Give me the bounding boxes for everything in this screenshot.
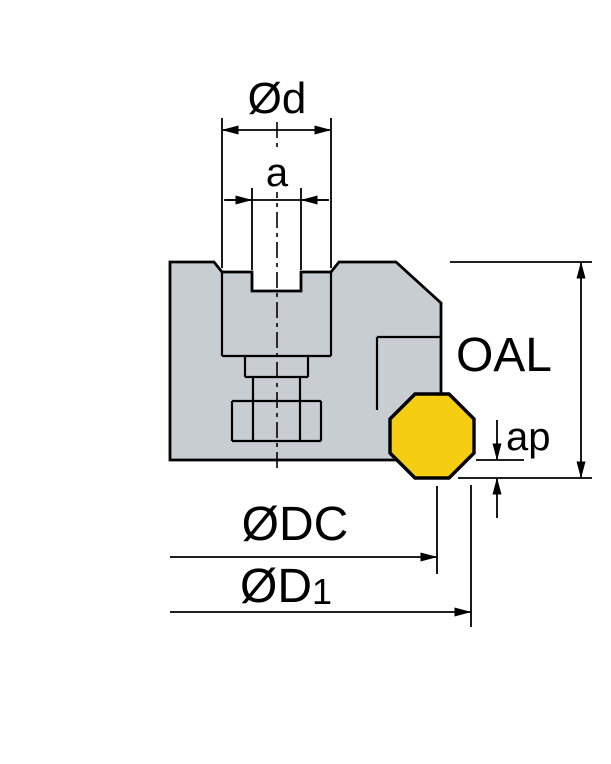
dimension-od1: ØD1	[170, 485, 472, 627]
dimension-od: Ød	[221, 74, 332, 268]
dimension-od1-label-main: ØD	[240, 560, 312, 613]
dimension-od-label: Ød	[248, 74, 307, 123]
dimension-oal-extension-lines	[450, 261, 592, 479]
dimension-oal-label: OAL	[456, 329, 552, 382]
dimension-ap: ap	[476, 415, 551, 518]
dimension-odc-label: ØDC	[242, 498, 349, 551]
dimension-a-label: a	[266, 151, 289, 195]
dimension-ap-label: ap	[506, 415, 551, 459]
dimension-a: a	[224, 148, 329, 270]
label-a-backdrop	[258, 148, 296, 192]
dimension-od1-label-subscript: 1	[312, 571, 332, 612]
dimension-odc: ØDC	[170, 486, 438, 574]
dimension-od1-label: ØD1	[240, 560, 332, 613]
insert-octagon	[388, 392, 476, 480]
dimension-oal: OAL	[450, 261, 592, 479]
dimension-od-extension-lines	[221, 118, 332, 268]
